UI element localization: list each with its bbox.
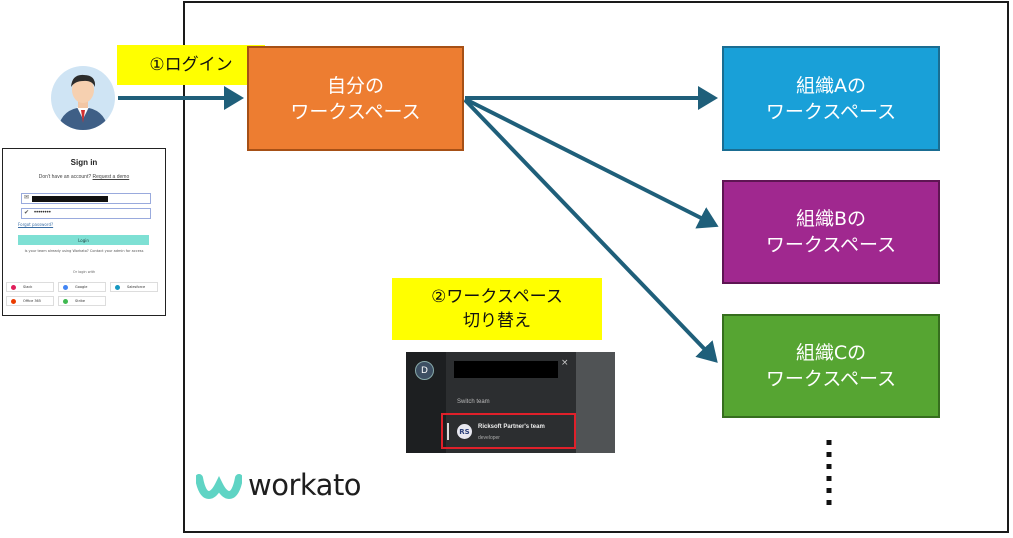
password-mask: •••••••• [34,210,51,216]
office-icon [11,299,16,304]
workato-logo: workato [196,468,362,502]
check-icon [63,299,68,304]
own-workspace-box: 自分の ワークスペース [247,46,464,151]
slack-label: Slack [23,285,33,289]
slack-login-button[interactable]: Slack [6,282,54,292]
strike-label: Strike [75,299,86,303]
org-c-workspace-box: 組織Cの ワークスペース [722,314,940,418]
switch-step-label: ②ワークスペース 切り替え [392,278,602,340]
team-option-ricksoft[interactable]: RS Ricksoft Partner's team developer [441,413,576,449]
team-role: developer [478,435,500,441]
org-b-workspace-box: 組織Bの ワークスペース [722,180,940,284]
team-name: Ricksoft Partner's team [478,424,545,430]
org-a-line2: ワークスペース [765,100,897,123]
own-workspace-line2: ワークスペース [290,100,421,123]
arrow-to-org-c [463,98,718,363]
ricksoft-logo-icon: RS [457,424,472,439]
office365-label: Office 365 [23,299,42,303]
user-name-redaction [454,361,558,378]
password-field[interactable]: ✔ •••••••• [21,208,151,219]
login-step-text: ①ログイン [149,55,233,75]
email-redaction [32,196,108,202]
switch-step-line1: ②ワークスペース [431,287,563,307]
active-indicator [447,423,449,440]
login-button[interactable]: Login [18,235,149,245]
org-a-line1: 組織Aの [796,74,866,97]
slack-icon [11,285,16,290]
office365-login-button[interactable]: Office 365 [6,296,54,306]
login-step-label: ①ログイン [117,45,265,85]
switcher-right-panel [576,352,615,453]
workato-mark-icon [196,474,242,500]
org-b-line1: 組織Bの [795,208,867,230]
key-icon: ✔ [24,210,30,216]
salesforce-icon [115,285,120,290]
org-a-workspace-box: 組織Aの ワークスペース [722,46,940,151]
request-demo-link[interactable]: Request a demo [92,174,130,180]
user-avatar-badge[interactable]: D [415,361,434,380]
org-b-line2: ワークスペース [765,234,897,256]
google-label: Google [75,285,88,289]
email-field[interactable]: ✉ [21,193,151,204]
workato-wordmark: workato [248,468,362,502]
workato-frame [183,1,1009,533]
arrow-to-org-b [464,97,719,229]
switch-team-heading: Switch team [457,399,490,405]
salesforce-label: Salesforce [127,285,146,289]
google-icon [63,285,68,290]
forgot-password-link[interactable]: Forgot password? [18,222,54,227]
strike-login-button[interactable]: Strike [58,296,106,306]
signin-subtitle: Don't have an account? Request a demo [3,174,165,180]
switch-step-line2: 切り替え [463,311,531,331]
org-c-line1: 組織Cの [795,342,867,364]
own-workspace-line1: 自分の [326,74,384,97]
signin-title: Sign in [70,158,98,167]
user-avatar-icon [51,66,115,130]
signin-subtitle-text: Don't have an account? [38,174,92,180]
team-switcher-screenshot: D × Switch team RS Ricksoft Partner's te… [406,352,615,453]
close-icon[interactable]: × [561,358,569,368]
org-c-line2: ワークスペース [765,368,897,390]
or-login-with: Or login with [72,270,96,274]
salesforce-login-button[interactable]: Salesforce [110,282,158,292]
mail-icon: ✉ [24,195,30,201]
google-login-button[interactable]: Google [58,282,106,292]
signin-note: Is your team already using Workato? Cont… [24,249,144,253]
